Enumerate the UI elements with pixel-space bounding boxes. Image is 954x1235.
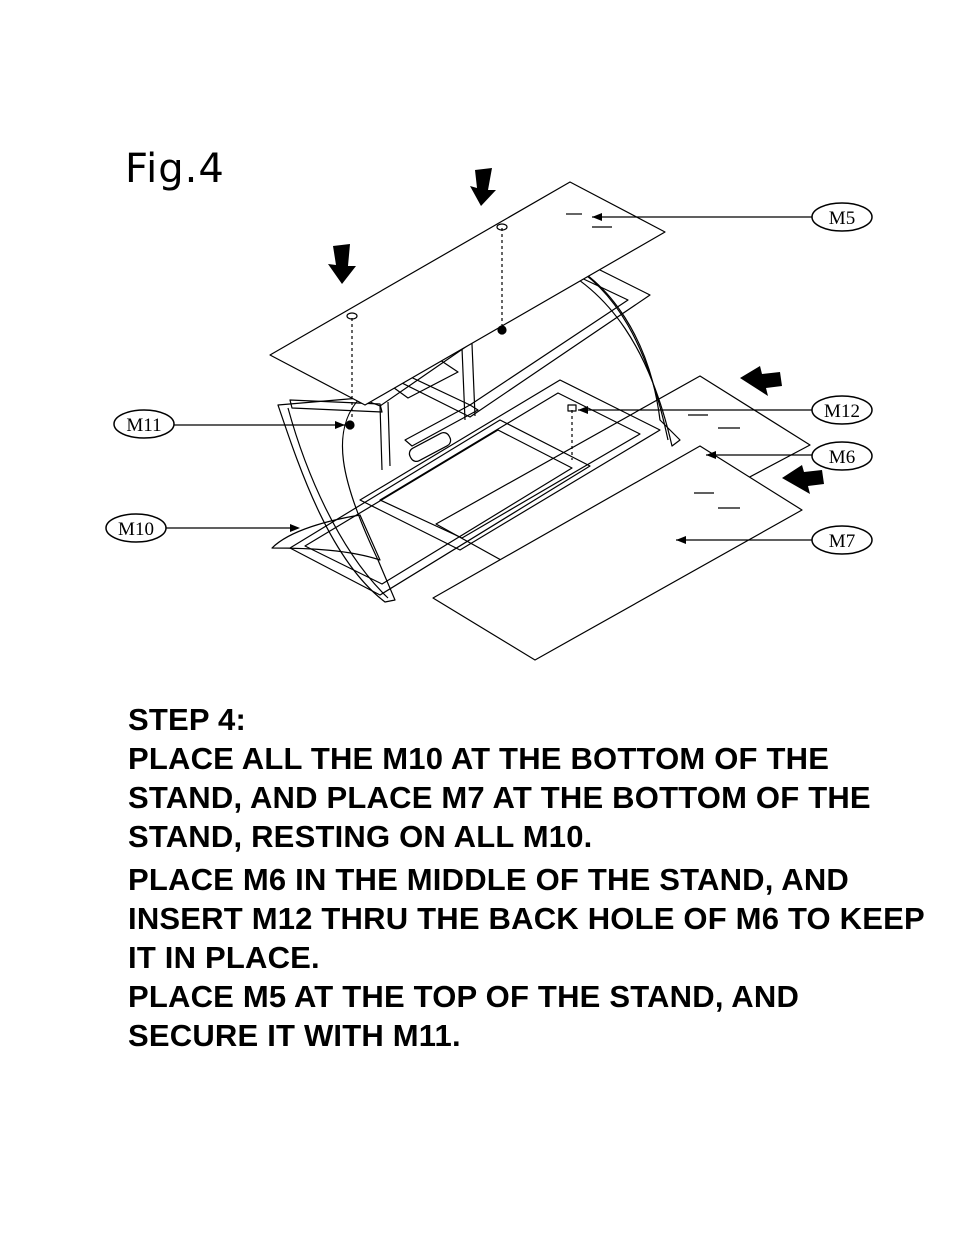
left-leg-base	[271, 514, 381, 561]
step-instructions: STEP 4: PLACE ALL THE M10 AT THE BOTTOM …	[128, 700, 928, 1055]
middle-bracket	[404, 404, 479, 447]
callout-m7	[811, 525, 873, 555]
step-paragraph-3: PLACE M5 AT THE TOP OF THE STAND, AND SE…	[128, 979, 800, 1053]
callout-m10	[105, 513, 167, 543]
arrow-left-lower	[782, 465, 824, 494]
callout-m6	[811, 441, 873, 471]
step-paragraph-2: PLACE M6 IN THE MIDDLE OF THE STAND, AND…	[128, 862, 925, 975]
top-glass-m5	[269, 181, 666, 406]
assembly-diagram: M5 M12 M6 M11 M10 M7	[105, 168, 873, 661]
base-frame	[289, 419, 591, 596]
callout-m12	[811, 395, 873, 425]
step-paragraph-1: PLACE ALL THE M10 AT THE BOTTOM OF THE S…	[128, 741, 871, 854]
callout-m5-label: M5	[829, 208, 855, 229]
step-heading: STEP 4:	[128, 702, 246, 737]
arrow-down-left	[328, 244, 356, 284]
arrow-left-upper	[740, 366, 782, 396]
lower-frame	[359, 379, 661, 551]
callout-m12-label: M12	[824, 401, 860, 422]
callout-m5	[811, 202, 873, 232]
callout-m11	[113, 409, 175, 439]
right-leg-inner	[565, 261, 669, 441]
lower-frame-inner	[379, 392, 641, 539]
callout-m7-label: M7	[829, 531, 855, 552]
left-leg-inner	[287, 407, 389, 599]
right-leg	[547, 257, 681, 447]
bottom-glass-m7	[432, 445, 803, 661]
left-leg	[277, 397, 396, 603]
callout-m11-label: M11	[126, 415, 161, 436]
callout-m6-label: M6	[829, 447, 855, 468]
figure-title: Fig.4	[125, 146, 225, 192]
arrow-down-right	[470, 168, 496, 206]
callout-m10-label: M10	[118, 519, 154, 540]
front-rail-top	[289, 399, 383, 413]
